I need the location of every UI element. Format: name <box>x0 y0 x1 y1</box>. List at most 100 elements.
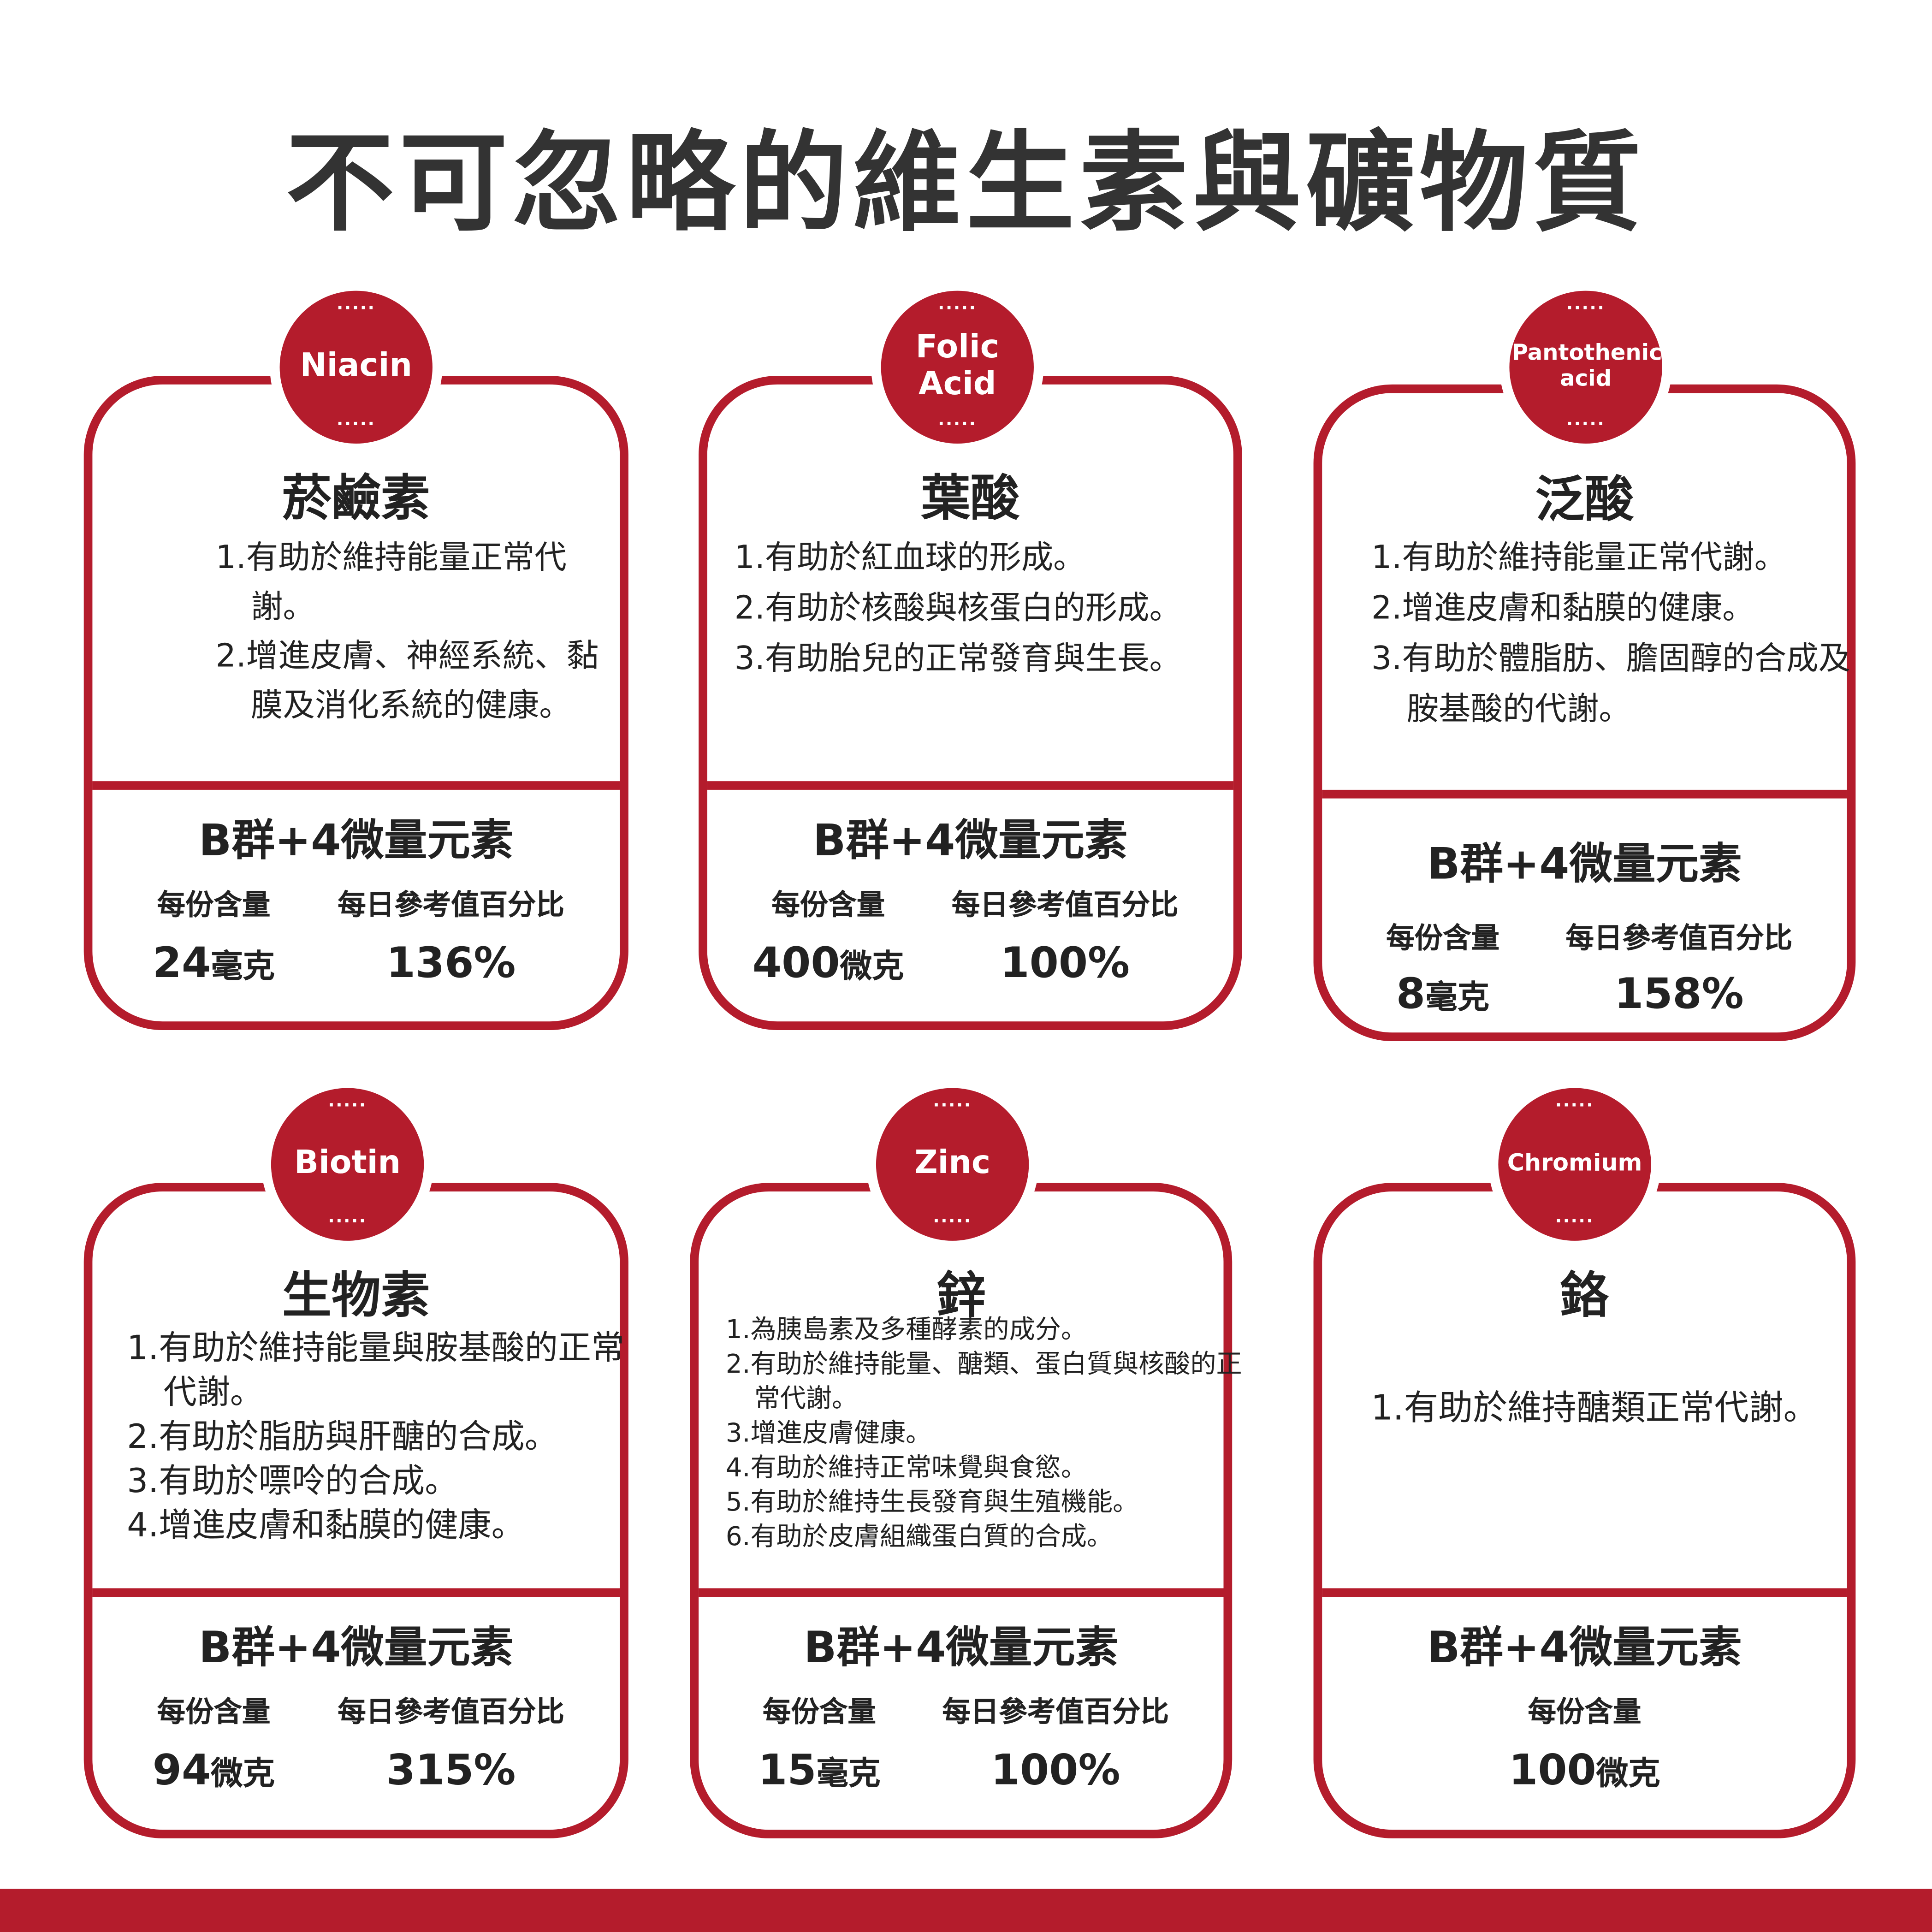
nutrient-english-name: Niacin <box>300 347 412 385</box>
nutrient-english-name: Biotin <box>294 1144 401 1182</box>
badge-folic-acid: ..... Folic Acid ..... <box>881 290 1034 444</box>
amount-unit: 微克 <box>840 948 904 986</box>
group-label: B群+4微量元素 <box>813 817 1128 866</box>
amount-unit: 毫克 <box>1425 979 1490 1017</box>
nutrient-english-name: Zinc <box>914 1144 991 1182</box>
benefit-item: 1.有助於維持能量正常代謝。 <box>215 539 567 626</box>
amount-unit: 毫克 <box>211 948 275 986</box>
badge-chromium: ..... Chromium ..... <box>1498 1088 1651 1241</box>
dots-decoration: ..... <box>337 294 376 314</box>
dots-decoration: ..... <box>938 294 977 314</box>
amount-value: 400微克 <box>753 939 904 988</box>
nutrient-card-pantothenic-acid: 泛酸 1.有助於維持能量正常代謝。2.增進皮膚和黏膜的健康。3.有助於體脂肪、膽… <box>1313 384 1856 1042</box>
nutrient-name: 鋅 <box>936 1268 986 1325</box>
nutrient-card-biotin: 生物素 1.有助於維持能量與胺基酸的正常代謝。 2.有助於脂肪與肝醣的合成。 3.有… <box>83 1183 628 1838</box>
daily-value-percent: 315% <box>386 1746 516 1796</box>
dots-decoration: ..... <box>938 410 977 430</box>
daily-value-label: 每日參考值百分比 <box>338 1696 564 1729</box>
nutrient-card-folic-acid: 葉酸 1.有助於紅血球的形成。2.有助於核酸與核蛋白的形成。3.有助胎兒的正常發… <box>699 376 1242 1030</box>
nutrient-name: 生物素 <box>282 1268 430 1325</box>
dots-decoration: ..... <box>933 1091 972 1112</box>
benefit-list: 1.有助於維持能量與胺基酸的正常代謝。 2.有助於脂肪與肝醣的合成。 3.有助於嘌呤… <box>127 1327 624 1549</box>
amount-number: 15 <box>758 1746 817 1796</box>
card-top-section <box>1322 1191 1847 1597</box>
benefit-item: 3.有助胎兒的正常發育與生長。 <box>734 640 1182 677</box>
benefit-item: 6.有助於皮膚組織蛋白質的合成。 <box>725 1522 1113 1552</box>
amount-label: 每份含量 <box>157 889 271 922</box>
benefit-list: 1.有助於維持醣類正常代謝。 <box>1342 1384 1847 1433</box>
amount-number: 8 <box>1396 970 1426 1019</box>
amount-unit: 毫克 <box>816 1755 881 1793</box>
group-label: B群+4微量元素 <box>804 1624 1119 1673</box>
benefit-list: 1.有助於維持能量正常代謝。2.增進皮膚和黏膜的健康。3.有助於體脂肪、膽固醇的… <box>1371 533 1850 735</box>
dots-decoration: ..... <box>1566 294 1606 314</box>
benefit-item: 2.有助於脂肪與肝醣的合成。 <box>127 1418 558 1457</box>
benefit-item: 1.有助於維持能量正常代謝。 <box>1371 539 1787 576</box>
group-label: B群+4微量元素 <box>1427 1624 1742 1673</box>
benefit-list: 1.有助於維持能量正常代謝。 2.增進皮膚、神經系統、黏膜及消化系統的健康。 <box>216 533 620 731</box>
daily-value-percent: 136% <box>386 939 516 989</box>
amount-label: 每份含量 <box>1528 1696 1642 1729</box>
benefit-item: 3.增進皮膚健康。 <box>725 1418 932 1448</box>
benefit-item: 3.有助於嘌呤的合成。 <box>127 1462 458 1501</box>
benefit-item: 2.增進皮膚、神經系統、黏膜及消化系統的健康。 <box>215 638 599 725</box>
amount-value: 15毫克 <box>758 1746 880 1796</box>
benefit-item: 3.有助於體脂肪、膽固醇的合成及胺基酸的代謝。 <box>1371 640 1851 728</box>
daily-value-label: 每日參考值百分比 <box>338 889 564 922</box>
nutrient-name: 鉻 <box>1560 1268 1609 1325</box>
badge-niacin: ..... Niacin ..... <box>279 290 433 444</box>
group-label: B群+4微量元素 <box>1427 840 1742 890</box>
amount-number: 24 <box>152 939 211 989</box>
amount-number: 100 <box>1509 1746 1596 1796</box>
daily-value-percent: 100% <box>990 1746 1120 1796</box>
benefit-item: 4.有助於維持正常味覺與食慾。 <box>725 1452 1087 1482</box>
benefit-item: 1.為胰島素及多種酵素的成分。 <box>725 1315 1087 1345</box>
badge-pantothenic-acid: ..... Pantothenic acid ..... <box>1509 290 1662 444</box>
benefit-list: 1.有助於紅血球的形成。2.有助於核酸與核蛋白的形成。3.有助胎兒的正常發育與生… <box>735 533 1233 685</box>
amount-number: 94 <box>152 1746 211 1796</box>
benefit-list: 1.為胰島素及多種酵素的成分。 2.有助於維持能量、醣類、蛋白質與核酸的正常代謝。… <box>726 1312 1242 1554</box>
card-top-section <box>92 385 620 790</box>
nutrient-name: 菸鹼素 <box>282 470 430 527</box>
nutrient-card-chromium: 鉻 1.有助於維持醣類正常代謝。 B群+4微量元素每份含量 100微克 <box>1313 1183 1856 1838</box>
dots-decoration: ..... <box>933 1207 972 1227</box>
daily-value-label: 每日參考值百分比 <box>1565 923 1793 955</box>
footer-bar <box>0 1889 1932 1932</box>
dots-decoration: ..... <box>1555 1207 1594 1227</box>
amount-label: 每份含量 <box>763 1696 876 1729</box>
nutrient-name: 葉酸 <box>921 470 1020 527</box>
daily-value-label: 每日參考值百分比 <box>951 889 1179 922</box>
daily-value-label: 每日參考值百分比 <box>942 1696 1169 1729</box>
card-top-section <box>1322 393 1847 799</box>
daily-value-percent: 100% <box>1000 939 1130 989</box>
benefit-item: 2.有助於維持能量、醣類、蛋白質與核酸的正常代謝。 <box>725 1349 1242 1414</box>
amount-unit: 微克 <box>1596 1755 1660 1793</box>
amount-label: 每份含量 <box>157 1696 271 1729</box>
group-label: B群+4微量元素 <box>199 1624 514 1673</box>
dots-decoration: ..... <box>337 410 376 430</box>
dots-decoration: ..... <box>1555 1091 1594 1112</box>
nutrient-english-name: Chromium <box>1507 1150 1642 1177</box>
amount-unit: 微克 <box>211 1755 275 1793</box>
badge-biotin: ..... Biotin ..... <box>271 1088 424 1241</box>
benefit-item: 4.增進皮膚和黏膜的健康。 <box>127 1507 525 1545</box>
benefit-item: 1.有助於維持能量與胺基酸的正常代謝。 <box>127 1329 625 1412</box>
amount-value: 94微克 <box>153 1746 275 1796</box>
dots-decoration: ..... <box>328 1091 367 1112</box>
amount-value: 8毫克 <box>1396 970 1489 1019</box>
badge-zinc: ..... Zinc ..... <box>876 1088 1029 1241</box>
dots-decoration: ..... <box>328 1207 367 1227</box>
amount-value: 24毫克 <box>153 939 275 988</box>
benefit-item: 1.有助於紅血球的形成。 <box>734 539 1085 576</box>
nutrient-card-zinc: 鋅 1.為胰島素及多種酵素的成分。 2.有助於維持能量、醣類、蛋白質與核酸的正常代… <box>690 1183 1242 1838</box>
card-top-section <box>92 1191 620 1597</box>
nutrient-name: 泛酸 <box>1535 472 1634 529</box>
benefit-item: 1.有助於維持醣類正常代謝。 <box>1371 1387 1818 1428</box>
benefit-item: 5.有助於維持生長發育與生殖機能。 <box>725 1487 1139 1517</box>
group-label: B群+4微量元素 <box>199 817 514 866</box>
card-top-section <box>699 1191 1224 1597</box>
amount-number: 400 <box>752 939 840 989</box>
nutrient-card-niacin: 菸鹼素 1.有助於維持能量正常代謝。 2.增進皮膚、神經系統、黏膜及消化系統的健康… <box>83 376 628 1030</box>
amount-label: 每份含量 <box>771 889 885 922</box>
